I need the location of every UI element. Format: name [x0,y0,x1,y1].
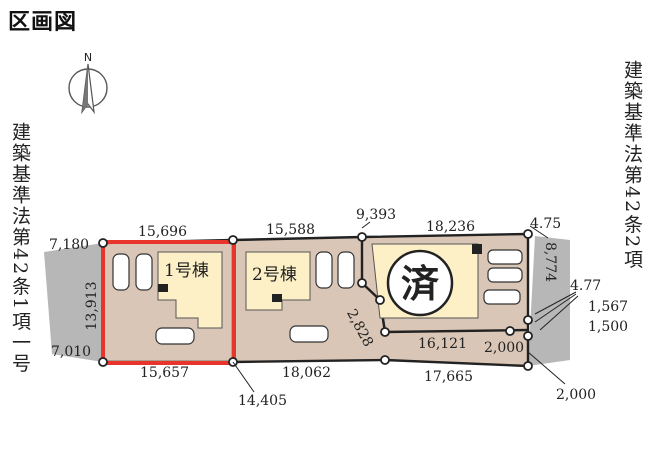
north-label: N [84,51,92,64]
dim-label: 7,180 [49,237,89,253]
boundary-pin [98,357,108,367]
car-icon [155,327,195,345]
dim-label: 4.77 [570,278,601,294]
car-icon [483,289,521,305]
right-road-label: 建築基準法第42条2項 [621,60,643,271]
boundary-pin [375,295,385,305]
dim-label: 2,000 [484,340,524,356]
lot-1-label: 1号棟 [164,261,209,281]
leader-line [232,361,255,393]
right-road [528,236,570,366]
car-icon [487,249,523,265]
car-icon [315,251,333,289]
page-title: 区画図 [8,10,78,35]
boundary-pin [523,229,533,239]
car-icon [337,251,355,289]
leader-line [527,351,566,385]
boundary-pin [523,361,533,371]
leader-line [534,291,577,315]
leader-line [534,293,577,323]
car-icon [112,253,130,291]
car-icon [135,253,153,291]
house-2-garage [272,294,282,302]
boundary-pin [523,331,533,341]
leader-line [361,221,371,229]
lot-1-highlight [101,240,236,365]
dim-label: 1,500 [588,319,628,335]
house-1-garage [158,284,168,292]
boundary-pin [523,315,533,325]
dim-label: 15,696 [138,224,187,240]
boundary-pin [98,238,108,248]
boundary-pin [380,355,390,365]
dim-label: 17,665 [424,369,473,385]
dim-label: 2,000 [556,387,596,403]
leader-line [539,295,579,331]
car-icon [487,267,523,283]
dim-label: 15,588 [266,222,315,238]
dim-label: 18,236 [426,219,475,235]
lot-2-label: 2号棟 [252,265,297,285]
dim-label: 7,010 [51,344,91,360]
north-arrow-icon [68,63,108,115]
car-icon [289,325,329,343]
left-road [44,243,103,362]
dim-label: 18,062 [282,365,331,381]
dim-label: 9,393 [356,207,396,223]
dim-label: 1,567 [588,299,628,315]
boundary-pin [357,232,367,242]
boundary-pin [380,327,390,337]
boundary-pin [505,326,515,336]
dim-label: 8,774 [542,242,558,282]
dim-label: 4.75 [530,216,561,232]
dim-label: 13,913 [84,282,100,331]
dim-label: 15,657 [140,365,189,381]
leader-line [529,225,549,239]
lot-strip [385,330,528,366]
house-3-garage [472,244,482,254]
boundary-pin [357,278,367,288]
left-road-label: 建築基準法第42条1項一号 [9,122,31,375]
house-1 [157,251,223,329]
dim-label: 14,405 [238,393,287,409]
boundary-pin [228,235,238,245]
dim-label: 16,121 [418,336,467,352]
sold-mark-circle [386,249,454,317]
sold-label: 済 [401,262,440,306]
